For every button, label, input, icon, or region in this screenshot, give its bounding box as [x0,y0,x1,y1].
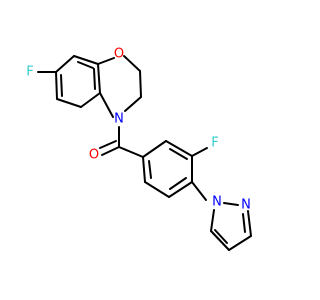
atom-label-n-ring: N [114,112,124,127]
atom-label-f-right: F [211,136,218,151]
atom-label-f-top: F [26,65,33,80]
bond-c-f-right [191,147,208,157]
carbonyl-group [99,126,144,158]
ring-oxygen-atom-label: O [114,47,124,62]
aryl-fluorine-atom-label: F [211,136,218,151]
carbonyl-oxygen-atom-label: O [89,148,99,163]
bond-c-n-pyrazole [191,181,207,201]
atom-label-n-pyrazole-2: N [241,198,251,213]
fluorine-atom-label: F [26,65,33,80]
oxazine-ring [97,55,142,118]
ring-nitrogen-atom-label: N [114,112,124,127]
pyrazole-nitrogen-1-label: N [212,195,222,210]
atom-label-n-pyrazole-1: N [212,195,222,210]
structure-canvas: F O N O F N N [26,47,252,251]
atom-label-o-carbonyl: O [89,148,99,163]
atom-label-o-ring: O [114,47,124,62]
pyrazole-nitrogen-2-label: N [241,198,251,213]
benzene-ring-left [55,55,101,108]
pyrazole-ring [210,202,252,251]
benzene-ring-right [142,140,193,198]
molecule-diagram: F O N O F N N [26,47,252,251]
